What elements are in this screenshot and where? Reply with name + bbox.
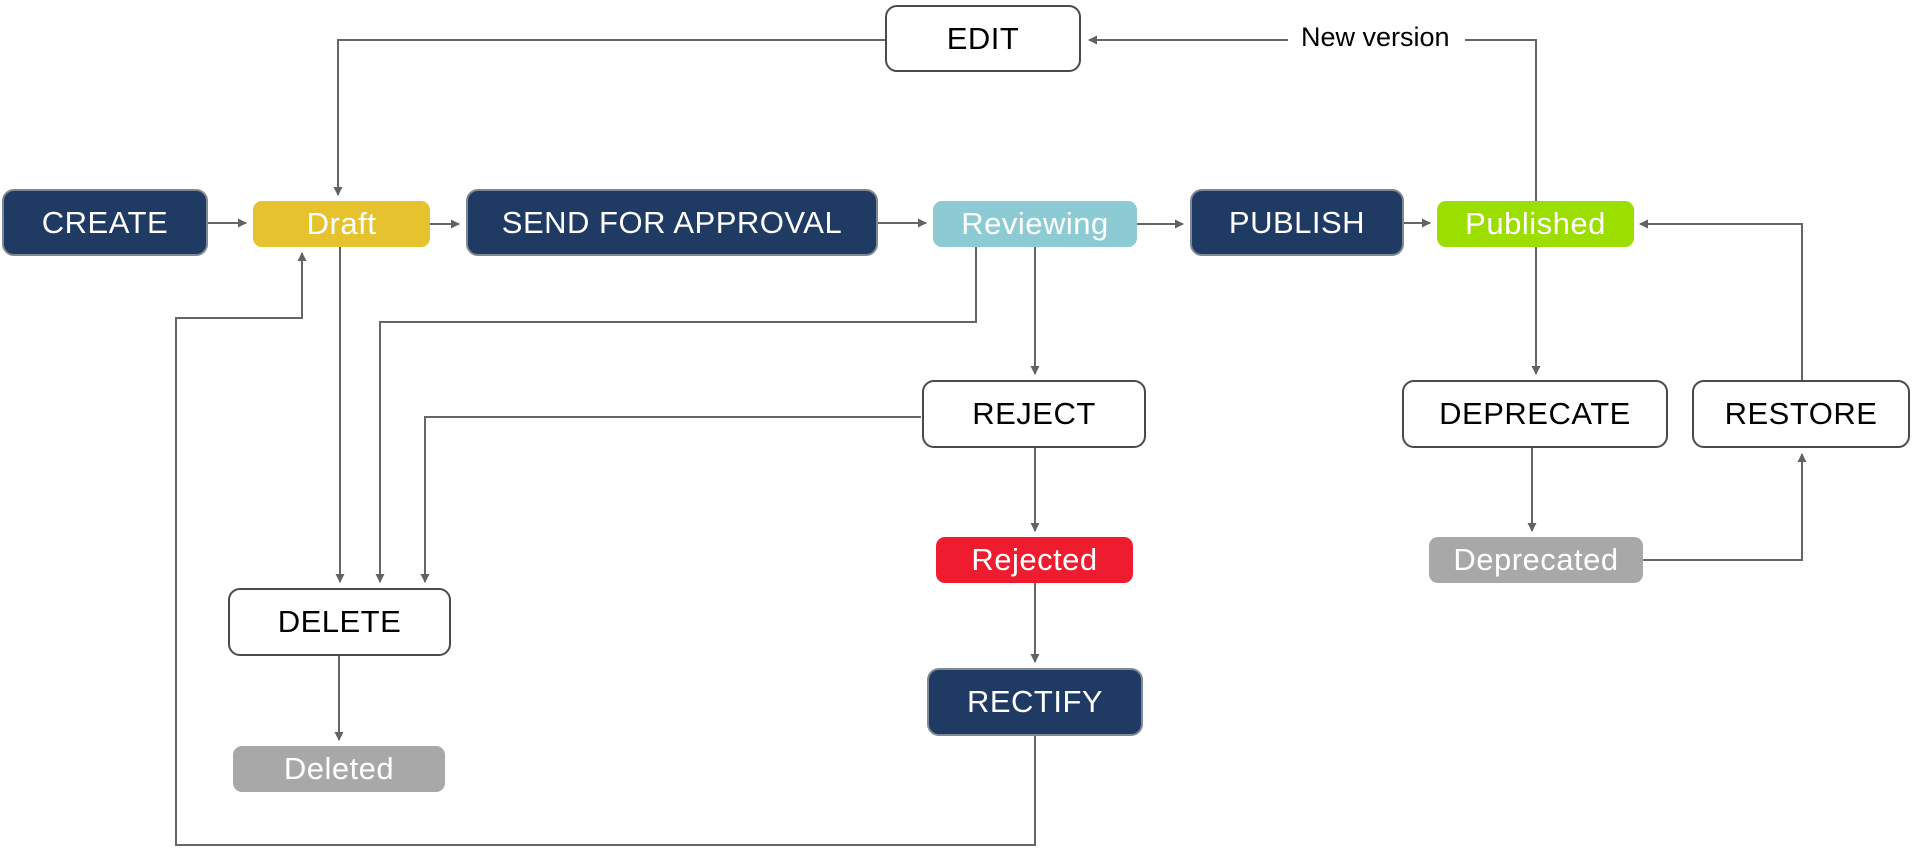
node-rectify: RECTIFY — [927, 668, 1143, 736]
edge-published-to-newversion — [1465, 39, 1537, 201]
node-published: Published — [1437, 201, 1634, 247]
edge-reject-to-delete — [420, 416, 921, 583]
node-edit: EDIT — [885, 5, 1081, 72]
node-send-for-approval: SEND FOR APPROVAL — [466, 189, 878, 256]
node-delete: DELETE — [228, 588, 451, 656]
node-reviewing: Reviewing — [933, 201, 1137, 247]
node-deprecated: Deprecated — [1429, 537, 1643, 583]
edge-reviewing-to-delete — [375, 247, 977, 583]
edge-restore-to-published — [1639, 219, 1803, 380]
node-deleted: Deleted — [233, 746, 445, 792]
edge-deprecated-to-restore — [1643, 453, 1807, 561]
edge-edit-to-draft — [333, 39, 885, 196]
node-rejected: Rejected — [936, 537, 1133, 583]
edge-rectify-to-draft — [175, 252, 1036, 846]
node-draft: Draft — [253, 201, 430, 247]
node-create: CREATE — [2, 189, 208, 256]
new-version-edge-label: New version — [1295, 22, 1456, 53]
node-deprecate: DEPRECATE — [1402, 380, 1668, 448]
node-reject: REJECT — [922, 380, 1146, 448]
node-publish: PUBLISH — [1190, 189, 1404, 256]
node-restore: RESTORE — [1692, 380, 1910, 448]
